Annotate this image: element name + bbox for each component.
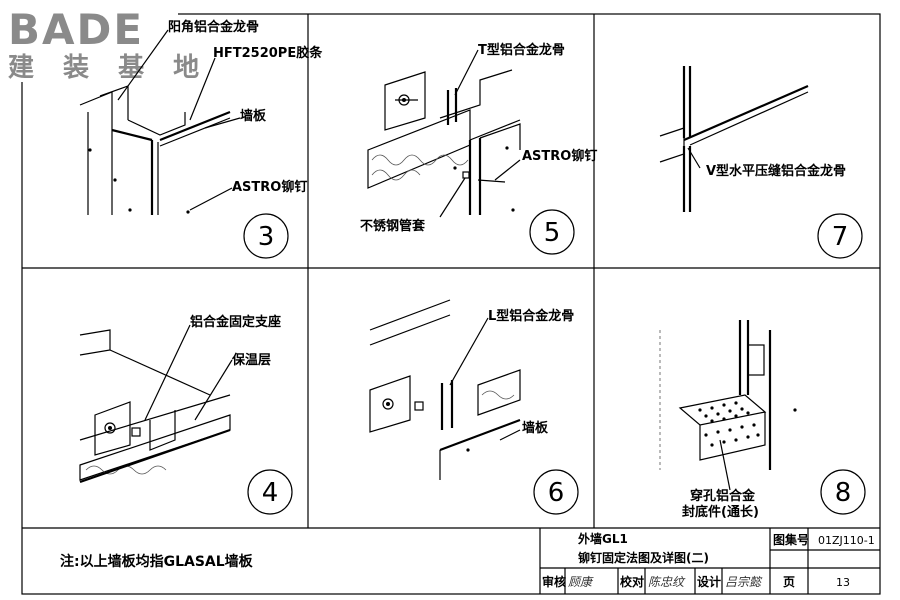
reviewer-signature: 顾康 <box>568 575 594 589</box>
detail-circle-4 <box>247 469 293 515</box>
logo-subtitle: 建 装 基 地 <box>8 53 209 83</box>
detail-panel-3: 阳角铝合金龙骨 HFT2520PE胶条 墙板 ASTRO铆钉 3 <box>79 19 323 259</box>
label-insulation: 保温层 <box>231 352 271 368</box>
label-t-keel: T型铝合金龙骨 <box>478 42 565 58</box>
detail-number-5: 5 <box>544 218 561 248</box>
label-fixed-bracket: 铝合金固定支座 <box>190 314 281 330</box>
page-label: 页 <box>783 575 795 589</box>
detail-panel-6: L型铝合金龙骨 墙板 6 <box>369 299 579 515</box>
review-label: 审核 <box>542 574 566 589</box>
label-rubber-strip: HFT2520PE胶条 <box>213 45 323 61</box>
design-label: 设计 <box>697 574 721 589</box>
label-perforated-aluminum: 穿孔铝合金 <box>690 488 756 504</box>
title-block: 外墙GL1 铆钉固定法图及详图(二) 图集号 01ZJ110-1 审核 顾康 校… <box>539 528 880 594</box>
atlas-number: 01ZJ110-1 <box>818 534 875 547</box>
title-line-1: 外墙GL1 <box>578 531 628 546</box>
label-base-piece: 封底件(通长) <box>682 504 759 520</box>
label-stainless-sleeve: 不锈钢管套 <box>360 218 426 234</box>
designer-signature: 吕宗懿 <box>725 575 763 589</box>
detail-number-6: 6 <box>548 478 565 508</box>
logo-brand: BADE <box>8 5 144 54</box>
bade-logo: BADE 建 装 基 地 <box>0 0 209 83</box>
detail-panel-4: 铝合金固定支座 保温层 4 <box>79 314 293 515</box>
detail-circle-6 <box>533 469 579 515</box>
sheet-note: 注:以上墙板均指GLASAL墙板 <box>60 553 254 570</box>
detail-circle-7 <box>817 213 863 259</box>
atlas-label: 图集号 <box>773 532 809 547</box>
checker-signature: 陈忠纹 <box>648 575 686 589</box>
detail-number-4: 4 <box>262 478 279 508</box>
label-wall-panel: 墙板 <box>240 108 267 124</box>
title-line-2: 铆钉固定法图及详图(二) <box>578 550 709 565</box>
detail-panel-8: 穿孔铝合金 封底件(通长) 8 <box>659 320 866 520</box>
sheet-border <box>21 13 881 595</box>
detail-circle-5 <box>529 209 575 255</box>
label-outside-corner-keel: 阳角铝合金龙骨 <box>168 19 259 35</box>
detail-circle-3 <box>243 213 289 259</box>
page-number: 13 <box>836 576 850 589</box>
detail-number-8: 8 <box>835 478 852 508</box>
detail-number-7: 7 <box>832 222 849 252</box>
perforation-holes <box>698 401 760 447</box>
detail-panel-5: T型铝合金龙骨 ASTRO铆钉 不锈钢管套 5 <box>360 42 597 255</box>
perforated-plate <box>678 394 767 426</box>
detail-circle-8 <box>820 469 866 515</box>
label-astro-rivet-5: ASTRO铆钉 <box>522 148 597 164</box>
detail-number-3: 3 <box>258 222 275 252</box>
label-l-keel: L型铝合金龙骨 <box>488 308 574 324</box>
check-label: 校对 <box>620 574 644 589</box>
detail-panel-7: V型水平压缝铝合金龙骨 7 <box>659 66 863 259</box>
label-astro-rivet: ASTRO铆钉 <box>232 179 307 195</box>
label-v-joint-keel: V型水平压缝铝合金龙骨 <box>706 163 846 179</box>
label-wall-panel-6: 墙板 <box>522 420 549 436</box>
